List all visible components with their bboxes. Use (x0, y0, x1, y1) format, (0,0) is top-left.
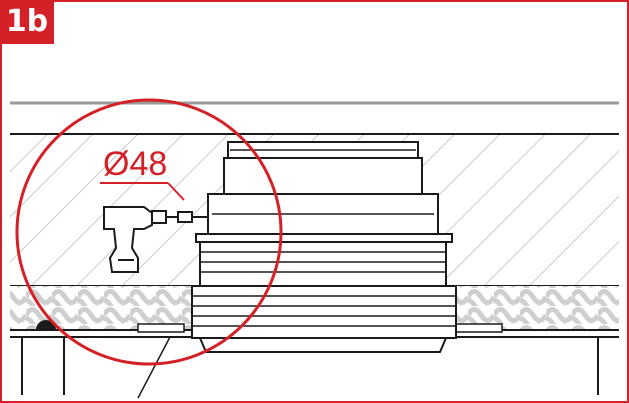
detail-callout (15, 98, 283, 366)
step-badge: 1b (0, 0, 54, 44)
drill-icon (103, 206, 208, 273)
sleeve-ribs (192, 149, 456, 327)
pipe-sleeve (191, 141, 457, 353)
